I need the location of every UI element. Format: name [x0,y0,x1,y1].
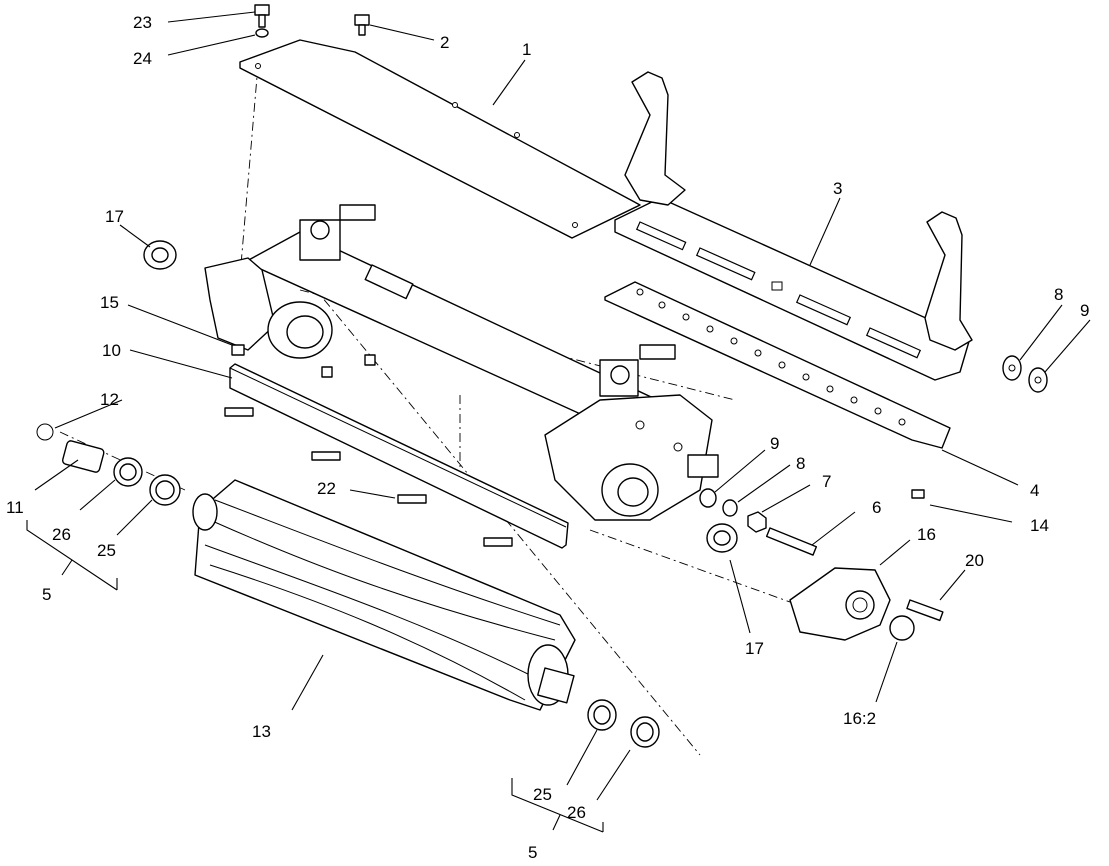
label-16-2: 16:2 [843,709,876,728]
label-5-right: 5 [528,843,537,862]
label-9-mid: 9 [770,434,779,453]
part-10-blade-strip [229,363,569,549]
label-25-left: 25 [97,541,116,560]
label-15: 15 [100,293,119,312]
part-9-washer-right [1028,367,1048,393]
label-8-right: 8 [1054,285,1063,304]
label-7: 7 [822,472,831,491]
part-16-2-cap [889,615,915,641]
label-20: 20 [965,551,984,570]
label-1: 1 [522,40,531,59]
part-25-bearing-left [149,474,181,506]
part-8-washer-mid [722,499,738,517]
label-9-right: 9 [1080,301,1089,320]
label-17-left: 17 [105,207,124,226]
part-22-bolts [224,407,513,547]
main-frame [204,204,719,521]
label-11: 11 [6,498,24,517]
part-4-bedknife-bar [604,281,951,449]
label-2: 2 [440,33,449,52]
label-22: 22 [317,479,336,498]
part-25-bearing-right [587,699,617,731]
part-1-top-shield [239,39,641,239]
part-14-screw [911,489,925,499]
label-3: 3 [833,179,842,198]
part-6-bolt [765,527,818,556]
label-24: 24 [133,49,152,68]
kit-5-bracket-left [26,520,118,591]
kit-5-bracket-right [511,778,604,833]
part-24-washer [255,28,269,38]
label-23: 23 [133,13,152,32]
label-25-right: 25 [533,785,552,804]
label-5-left: 5 [42,585,51,604]
label-8-mid: 8 [796,454,805,473]
part-13-reel [192,479,576,711]
part-4-holes [636,288,906,426]
leader-lines [34,11,1091,801]
label-17-right: 17 [745,639,764,658]
part-26-seal-right [630,716,660,748]
part-7-nut [747,511,767,533]
part-16-cover [789,567,891,641]
part-8-washer-right [1002,355,1022,381]
part-12-snap-ring [36,423,54,441]
label-12: 12 [100,390,119,409]
callout-labels: 23 24 2 1 3 8 9 17 15 10 12 11 26 25 5 2… [6,13,1089,862]
part-3-roller-bracket [614,71,973,381]
label-6: 6 [872,498,881,517]
part-17-bearing-right [706,523,738,553]
label-16: 16 [917,525,936,544]
part-26-seal-left [113,457,143,487]
label-10: 10 [102,341,121,360]
label-4: 4 [1030,481,1039,500]
part-20-bolt [906,599,944,622]
label-14: 14 [1030,516,1049,535]
part-2-screw [354,14,370,36]
part-15-nut [231,344,245,356]
label-13: 13 [252,722,271,741]
part-9-washer-mid [699,488,717,508]
label-26-left: 26 [52,525,71,544]
part-17-bearing-left [143,240,177,270]
part-23-bolt [254,4,270,28]
label-26-right: 26 [567,803,586,822]
part-11-sleeve [61,440,105,473]
